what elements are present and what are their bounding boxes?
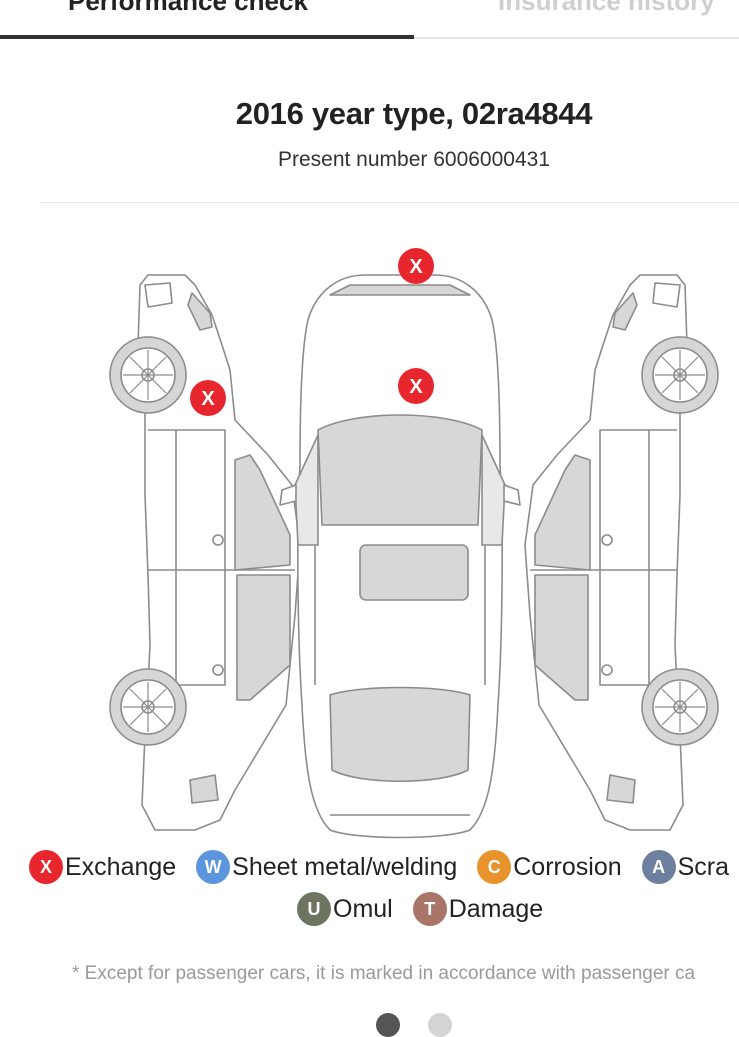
active-tab-indicator <box>0 35 414 39</box>
legend-omul: U Omul <box>297 892 393 926</box>
legend-label: Scra <box>677 852 729 881</box>
svg-text:X: X <box>409 376 423 398</box>
pager-dot[interactable] <box>428 1013 452 1037</box>
car-title: 2016 year type, 02ra4844 <box>235 96 593 131</box>
mark-front-upper: X <box>398 248 434 284</box>
mark-hood: X <box>398 368 434 404</box>
tab-bar: Performance check Insurance history <box>0 0 739 40</box>
mark-left-front-fender: X <box>190 380 226 416</box>
corrosion-badge-icon: C <box>477 850 512 884</box>
tab-divider <box>414 37 739 39</box>
car-right-side-view <box>524 274 719 831</box>
legend-exchange: X Exchange <box>29 850 176 884</box>
omul-badge-icon: U <box>297 892 331 926</box>
scratch-badge-icon: A <box>641 850 676 884</box>
legend-row-1: X Exchange W Sheet metal/welding C Corro… <box>29 850 739 884</box>
car-top-view <box>279 274 521 839</box>
legend-label: Omul <box>333 894 393 923</box>
damage-badge-icon: T <box>412 892 447 926</box>
legend-label: Damage <box>448 894 544 923</box>
legend-sheet-metal-welding: W Sheet metal/welding <box>196 850 457 884</box>
tab-insurance-history[interactable]: Insurance history <box>498 0 715 16</box>
svg-text:X: X <box>409 256 423 278</box>
legend-label: Sheet metal/welding <box>232 852 458 881</box>
exchange-badge-icon: X <box>29 850 63 884</box>
legend-corrosion: C Corrosion <box>477 850 622 884</box>
tab-performance-check[interactable]: Performance check <box>68 0 308 16</box>
pager-dot-active[interactable] <box>376 1013 400 1037</box>
section-divider <box>40 202 739 203</box>
welding-badge-icon: W <box>196 850 231 884</box>
car-diagram: X X X <box>109 248 719 839</box>
legend-damage: T Damage <box>412 892 544 926</box>
footnote-text: * Except for passenger cars, it is marke… <box>72 963 696 984</box>
present-number: Present number 6006000431 <box>277 148 551 171</box>
legend-row-2: U Omul T Damage <box>297 892 556 926</box>
legend-label: Corrosion <box>513 852 622 881</box>
legend-scratch: A Scra <box>641 850 729 884</box>
svg-text:X: X <box>201 388 215 410</box>
legend-label: Exchange <box>65 852 177 881</box>
car-left-side-view <box>109 274 301 831</box>
